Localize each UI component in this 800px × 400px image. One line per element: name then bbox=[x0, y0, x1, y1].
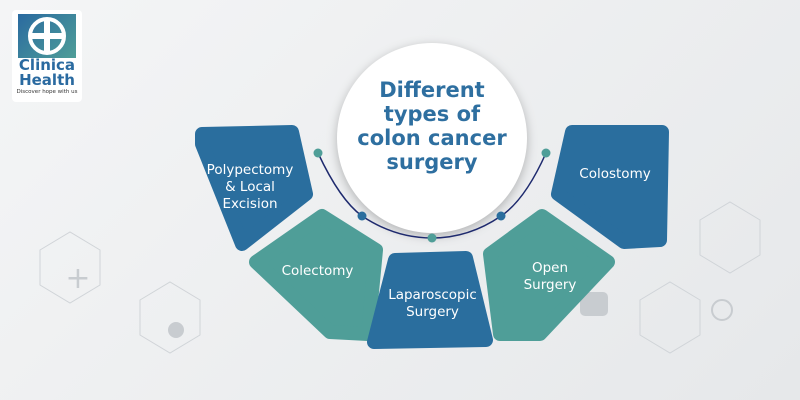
label-open-surgery: Open Surgery bbox=[523, 260, 577, 293]
doctor-icon bbox=[168, 322, 184, 338]
label-laparoscopic: Laparoscopic Surgery bbox=[388, 287, 477, 320]
logo-cross-icon bbox=[18, 14, 76, 58]
shape-colostomy bbox=[551, 125, 669, 249]
flask-icon bbox=[711, 299, 733, 321]
plus-icon: + bbox=[65, 261, 90, 296]
medical-kit-icon bbox=[580, 292, 608, 316]
brand-line1: Clinica bbox=[18, 56, 76, 74]
label-polypectomy: Polypectomy & Local Excision bbox=[206, 162, 294, 212]
label-colostomy: Colostomy bbox=[579, 166, 651, 182]
tagline: Discover hope with us bbox=[16, 89, 78, 95]
label-colectomy: Colectomy bbox=[281, 263, 354, 279]
hexagon-background bbox=[39, 201, 761, 354]
title-circle bbox=[337, 43, 527, 233]
connector-dots bbox=[313, 148, 551, 243]
diagram-title: Different types of colon cancer surgery bbox=[357, 78, 507, 174]
shape-open-surgery bbox=[483, 209, 615, 341]
shape-polypectomy bbox=[195, 125, 313, 251]
brand-line2: Health bbox=[19, 71, 75, 89]
clinica-health-logo: Clinica Health Discover hope with us bbox=[12, 10, 82, 102]
shape-colectomy bbox=[249, 209, 383, 341]
shape-laparoscopic bbox=[367, 251, 493, 349]
